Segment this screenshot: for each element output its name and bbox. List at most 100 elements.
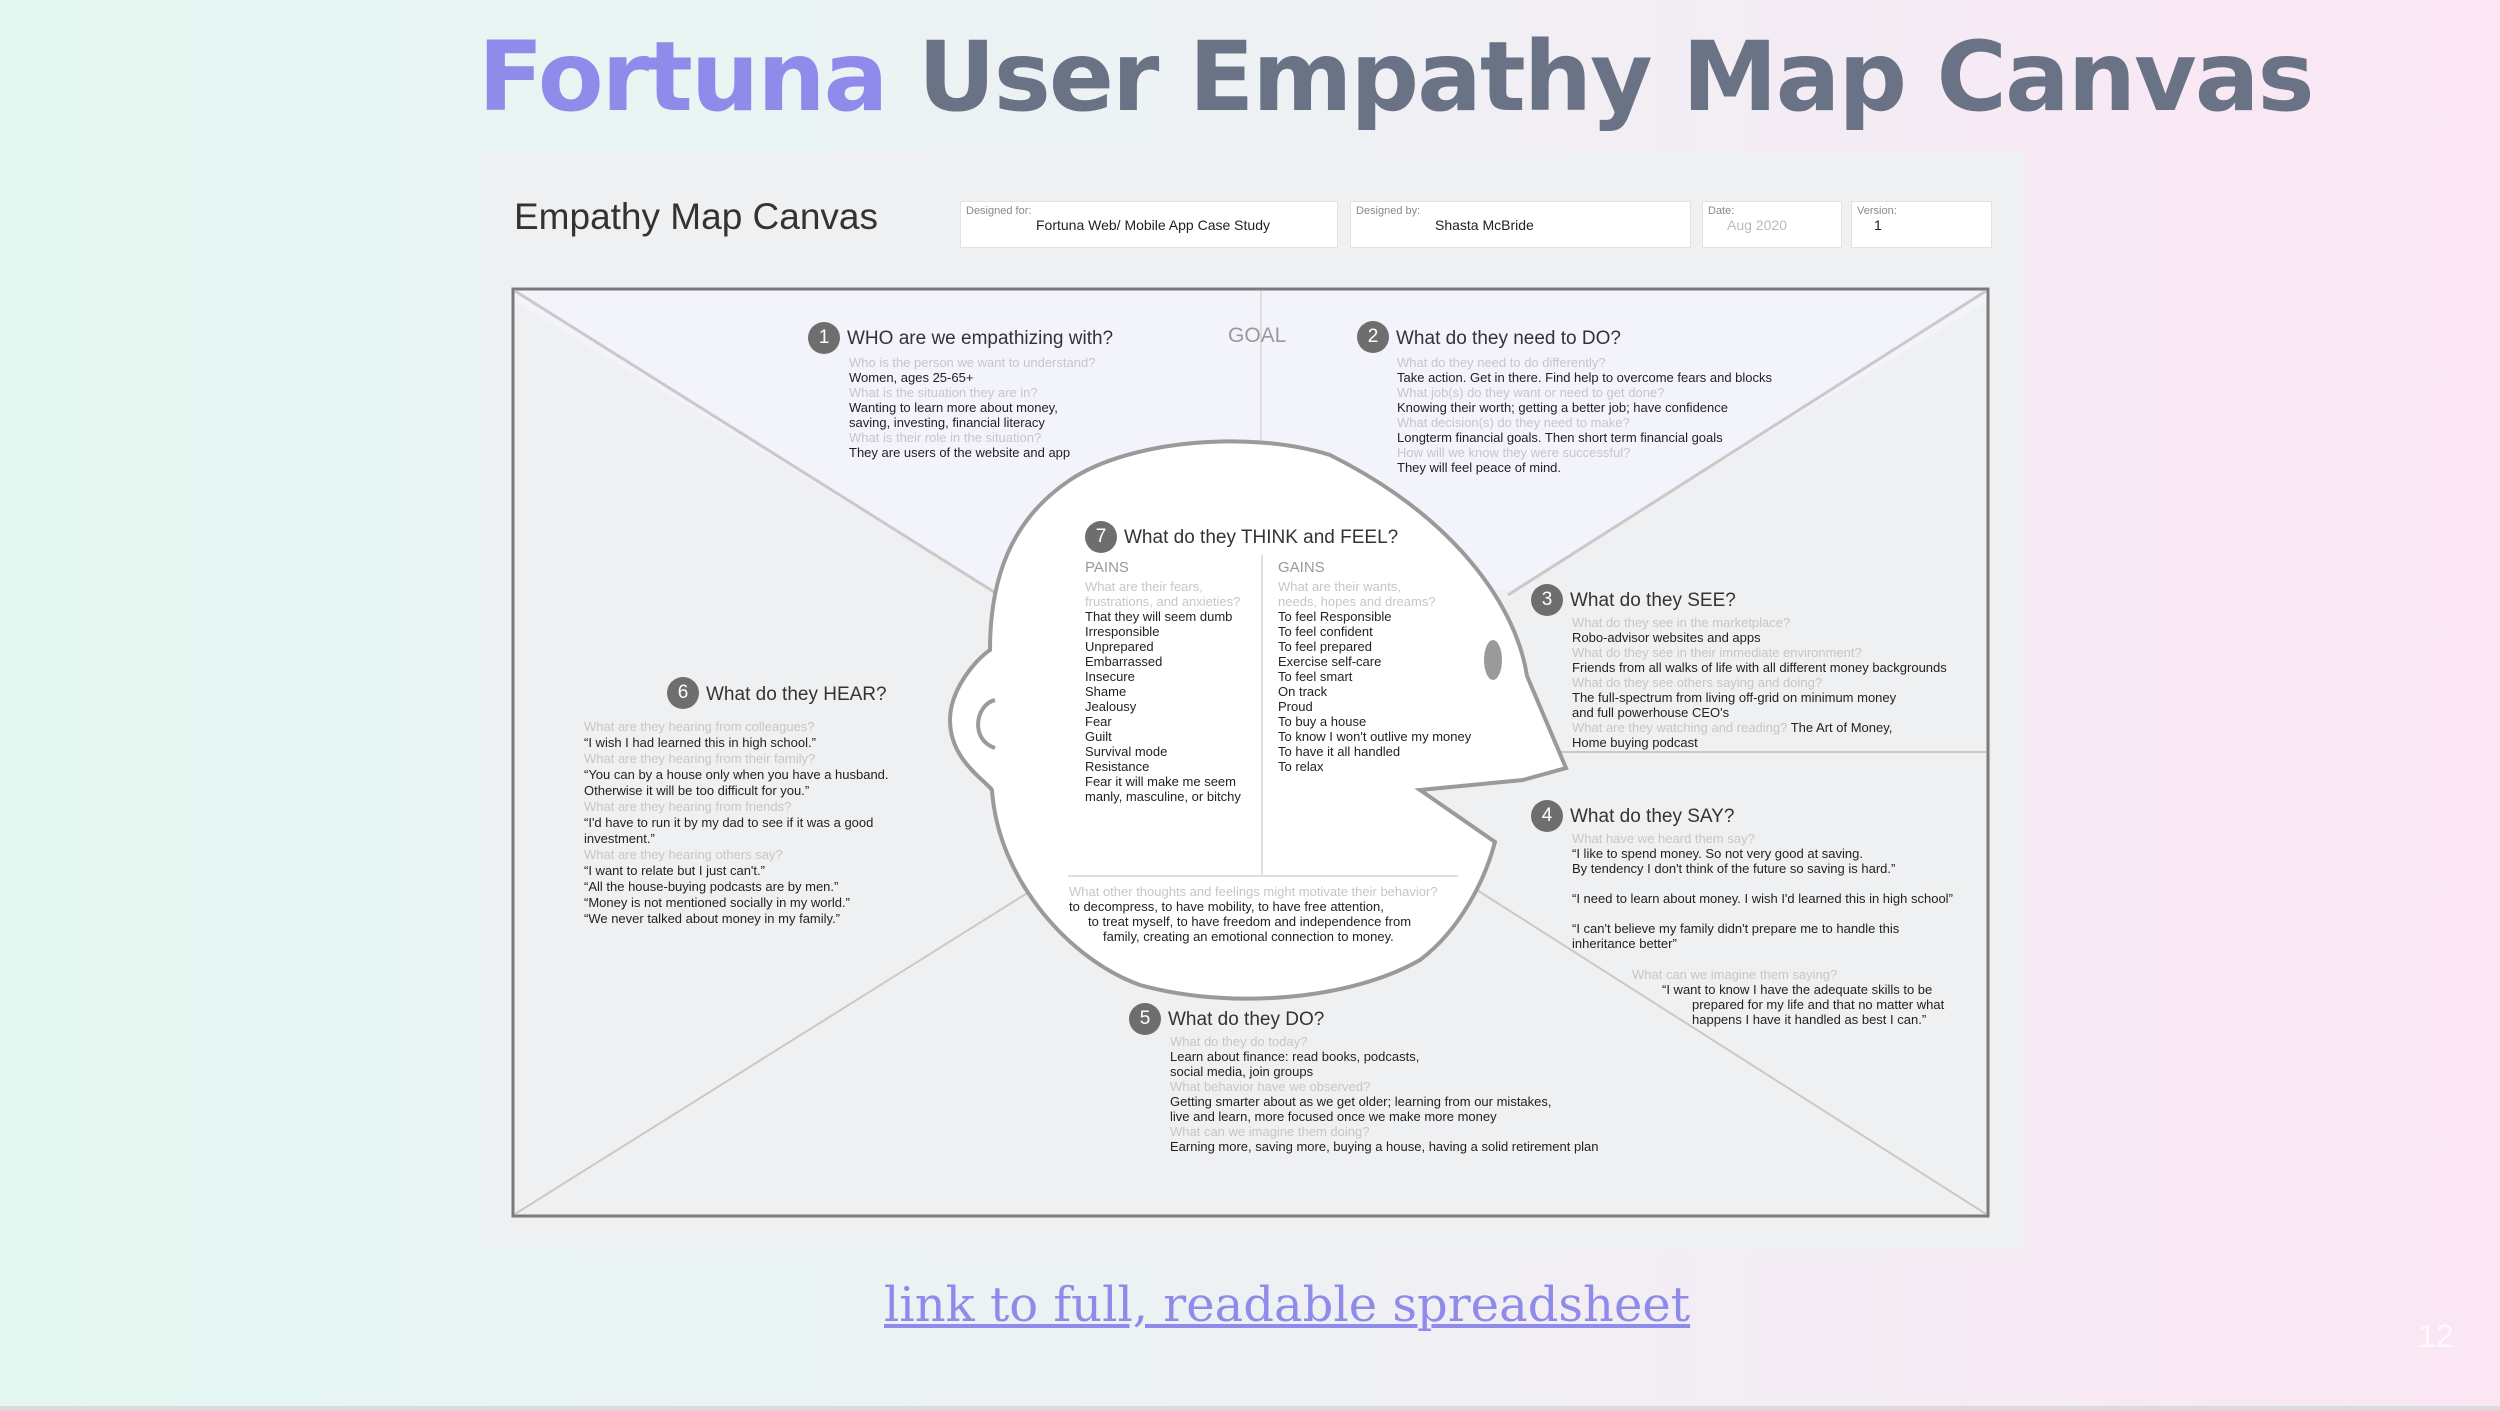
think-other-line-3: family, creating an emotional connection… — [1103, 929, 1394, 944]
answer-line: “You can by a house only when you have a… — [584, 767, 889, 782]
section-number-5: 5 — [1129, 1003, 1161, 1035]
think-other-line-1: to decompress, to have mobility, to have… — [1069, 899, 1384, 914]
section-number-3: 3 — [1531, 584, 1563, 616]
see-last-line: Home buying podcast — [1572, 735, 1698, 750]
designed-for-label: Designed for: — [966, 205, 1032, 217]
page-number: 12 — [2418, 1318, 2454, 1354]
answer-line: investment.” — [584, 831, 655, 846]
see-watching-line: What are they watching and reading? The … — [1572, 720, 1892, 735]
title-accent: Fortuna — [478, 21, 888, 133]
pains-question-1: What are their fears, — [1085, 579, 1203, 594]
section-number-2: 2 — [1357, 321, 1389, 353]
answer-line: Unprepared — [1085, 639, 1154, 654]
prompt-question: What behavior have we observed? — [1170, 1079, 1371, 1094]
answer-line: To feel Responsible — [1278, 609, 1392, 624]
answer-line: and full powerhouse CEO's — [1572, 705, 1730, 720]
ear-icon — [976, 698, 996, 750]
say-imagine-line-3: happens I have it handled as best I can.… — [1692, 1012, 1927, 1027]
pains-label: PAINS — [1085, 559, 1129, 576]
prompt-question: What can we imagine them doing? — [1170, 1124, 1370, 1139]
date-value: Aug 2020 — [1727, 217, 1787, 233]
prompt-question: What job(s) do they want or need to get … — [1397, 385, 1665, 400]
answer-line: Longterm financial goals. Then short ter… — [1397, 430, 1723, 445]
say-imagine-line-1: “I want to know I have the adequate skil… — [1662, 982, 1933, 997]
diagonal-top-left — [514, 289, 1011, 604]
version-value: 1 — [1874, 217, 1882, 233]
goal-label: GOAL — [1228, 324, 1287, 347]
footer-divider — [0, 1406, 2500, 1410]
answer-line: Wanting to learn more about money, — [849, 400, 1058, 415]
designed-for-field: Designed for: Fortuna Web/ Mobile App Ca… — [960, 201, 1338, 248]
answer-line: Fear — [1085, 714, 1112, 729]
answer-line: saving, investing, financial literacy — [849, 415, 1045, 430]
answer-line: Jealousy — [1085, 699, 1137, 714]
answer-line: Learn about finance: read books, podcast… — [1170, 1049, 1420, 1064]
answer-line: On track — [1278, 684, 1328, 699]
answer-line: To buy a house — [1278, 714, 1367, 729]
prompt-question: What are they hearing others say? — [584, 847, 783, 862]
prompt-question: What are they hearing from colleagues? — [584, 719, 815, 734]
answer-line: By tendency I don't think of the future … — [1572, 861, 1896, 876]
answer-line: They will feel peace of mind. — [1397, 460, 1562, 475]
head-outline — [947, 439, 1569, 1001]
answer-line: Earning more, saving more, buying a hous… — [1170, 1139, 1599, 1154]
designed-by-value: Shasta McBride — [1435, 217, 1534, 233]
spreadsheet-link[interactable]: link to full, readable spreadsheet — [884, 1277, 1691, 1333]
answer-line: “I want to relate but I just can't.” — [584, 863, 765, 878]
answer-line: “We never talked about money in my famil… — [584, 911, 841, 926]
need-heading: What do they need to DO? — [1396, 328, 1621, 349]
answer-line: To feel prepared — [1278, 639, 1372, 654]
gains-question-2: needs, hopes and dreams? — [1278, 594, 1436, 609]
designed-by-label: Designed by: — [1356, 205, 1421, 217]
answer-line: “I need to learn about money. I wish I'd… — [1572, 891, 1953, 906]
answer-line: Guilt — [1085, 729, 1112, 744]
answer-line: Survival mode — [1085, 744, 1168, 759]
who-heading: WHO are we empathizing with? — [847, 328, 1114, 349]
answer-line: Knowing their worth; getting a better jo… — [1397, 400, 1728, 415]
answer-line: Embarrassed — [1085, 654, 1163, 669]
answer-line: Exercise self-care — [1278, 654, 1382, 669]
eye-icon — [1484, 640, 1502, 680]
answer-line: Shame — [1085, 684, 1127, 699]
prompt-question: What is their role in the situation? — [849, 430, 1042, 445]
answer-line: To feel confident — [1278, 624, 1373, 639]
answer-line: Getting smarter about as we get older; l… — [1170, 1094, 1552, 1109]
see-watching-answer: The Art of Money, — [1787, 720, 1893, 735]
answer-line: manly, masculine, or bitchy — [1085, 789, 1241, 804]
answer-line: “Money is not mentioned socially in my w… — [584, 895, 850, 910]
gains-label: GAINS — [1278, 559, 1325, 576]
answer-line: That they will seem dumb — [1085, 609, 1233, 624]
answer-line: To feel smart — [1278, 669, 1353, 684]
answer-line: Robo-advisor websites and apps — [1572, 630, 1761, 645]
version-label: Version: — [1857, 205, 1897, 217]
see-watching-question: What are they watching and reading? — [1572, 720, 1788, 735]
think-other-line-2: to treat myself, to have freedom and ind… — [1088, 914, 1412, 929]
section-number-7: 7 — [1085, 521, 1117, 553]
prompt-question: What do they see in the marketplace? — [1572, 615, 1791, 630]
answer-line: Fear it will make me seem — [1085, 774, 1236, 789]
hear-heading: What do they HEAR? — [706, 684, 887, 705]
answer-line: “I'd have to run it by my dad to see if … — [584, 815, 874, 830]
see-heading: What do they SEE? — [1570, 590, 1736, 611]
answer-line: Insecure — [1085, 669, 1135, 684]
slide-title: Fortuna User Empathy Map Canvas — [478, 20, 2315, 135]
prompt-question: What are they hearing from their family? — [584, 751, 816, 766]
prompt-question: What are they hearing from friends? — [584, 799, 792, 814]
diagonal-bottom-right — [1476, 889, 1987, 1215]
answer-line: Proud — [1278, 699, 1313, 714]
answer-line: Take action. Get in there. Find help to … — [1397, 370, 1773, 385]
do-heading: What do they DO? — [1168, 1009, 1325, 1030]
gains-question-1: What are their wants, — [1278, 579, 1401, 594]
prompt-question: What have we heard them say? — [1572, 831, 1755, 846]
prompt-question: What decision(s) do they need to make? — [1397, 415, 1630, 430]
say-imagine-question: What can we imagine them saying? — [1632, 967, 1838, 982]
section-number-4: 4 — [1531, 800, 1563, 832]
section-number-6: 6 — [667, 677, 699, 709]
answer-line: “All the house-buying podcasts are by me… — [584, 879, 839, 894]
section-number-1: 1 — [808, 322, 840, 354]
version-field: Version: 1 — [1851, 201, 1992, 248]
answer-line: inheritance better” — [1572, 936, 1677, 951]
answer-line: To relax — [1278, 759, 1324, 774]
prompt-question: What is the situation they are in? — [849, 385, 1038, 400]
